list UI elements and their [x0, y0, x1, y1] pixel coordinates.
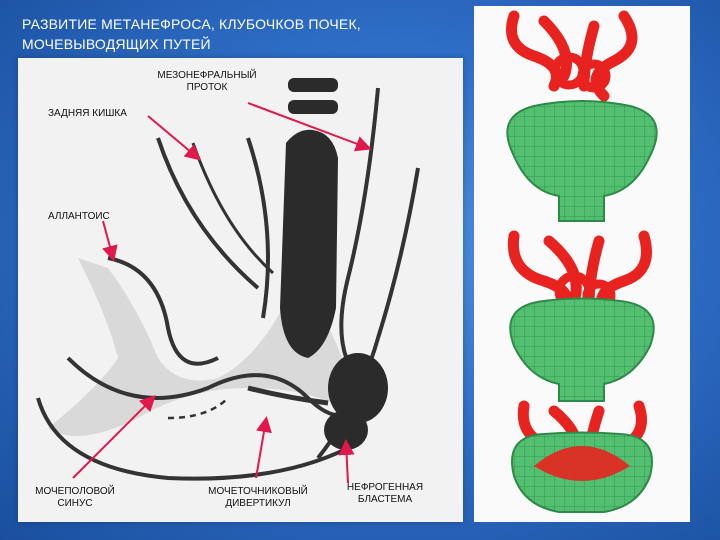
dashed-septum — [168, 398, 228, 418]
stage-1-capsule — [507, 101, 656, 221]
label-urogenital-sinus: МОЧЕПОЛОВОЙ СИНУС — [20, 486, 130, 510]
label-hindgut: ЗАДНЯЯ КИШКА — [48, 108, 158, 120]
label-ureteric-bud-line-2: ДИВЕРТИКУЛ — [188, 498, 328, 510]
glomerulus-stages-illustration — [474, 6, 690, 522]
label-nephrogenic-blastema: НЕФРОГЕННАЯ БЛАСТЕМА — [330, 482, 440, 506]
title-line-1: РАЗВИТИЕ МЕТАНЕФРОСА, КЛУБОЧКОВ ПОЧЕК, — [22, 14, 462, 34]
label-urogenital-sinus-line-2: СИНУС — [20, 498, 130, 510]
stage-2 — [510, 236, 654, 401]
neural-tube-segment-2 — [288, 100, 338, 114]
notochord-rod — [280, 130, 338, 358]
stage-1 — [507, 16, 656, 221]
arrow-hindgut — [148, 116, 198, 158]
gut-wall-2 — [193, 143, 273, 273]
stage-2-capsule — [510, 299, 654, 402]
gut-wall-1 — [158, 138, 258, 288]
cloaca-diagram-panel: МЕЗОНЕФРАЛЬНЫЙ ПРОТОК ЗАДНЯЯ КИШКА АЛЛАН… — [18, 58, 463, 522]
gut-wall-3 — [248, 138, 268, 318]
label-mesonephric-duct: МЕЗОНЕФРАЛЬНЫЙ ПРОТОК — [142, 70, 272, 94]
label-nephrogenic-blastema-line-2: БЛАСТЕМА — [330, 494, 440, 506]
glomerulus-stages-panel — [474, 6, 690, 522]
page-title: РАЗВИТИЕ МЕТАНЕФРОСА, КЛУБОЧКОВ ПОЧЕК, М… — [22, 14, 462, 54]
stage-3 — [512, 406, 652, 512]
neural-tube-segment-1 — [288, 78, 338, 92]
label-nephrogenic-blastema-line-1: НЕФРОГЕННАЯ — [330, 482, 440, 494]
label-mesonephric-duct-line-1: МЕЗОНЕФРАЛЬНЫЙ — [142, 70, 272, 82]
label-ureteric-bud: МОЧЕТОЧНИКОВЫЙ ДИВЕРТИКУЛ — [188, 486, 328, 510]
label-mesonephric-duct-line-2: ПРОТОК — [142, 82, 272, 94]
arrow-allantois — [103, 221, 113, 258]
label-allantois: АЛЛАНТОИС — [48, 211, 138, 223]
mesonephric-duct-line — [341, 88, 378, 388]
label-urogenital-sinus-line-1: МОЧЕПОЛОВОЙ — [20, 486, 130, 498]
cloaca-diagram — [18, 58, 463, 522]
label-ureteric-bud-line-1: МОЧЕТОЧНИКОВЫЙ — [188, 486, 328, 498]
title-line-2: МОЧЕВЫВОДЯЩИХ ПУТЕЙ — [22, 34, 462, 54]
arrow-ureteric-bud — [256, 420, 266, 478]
